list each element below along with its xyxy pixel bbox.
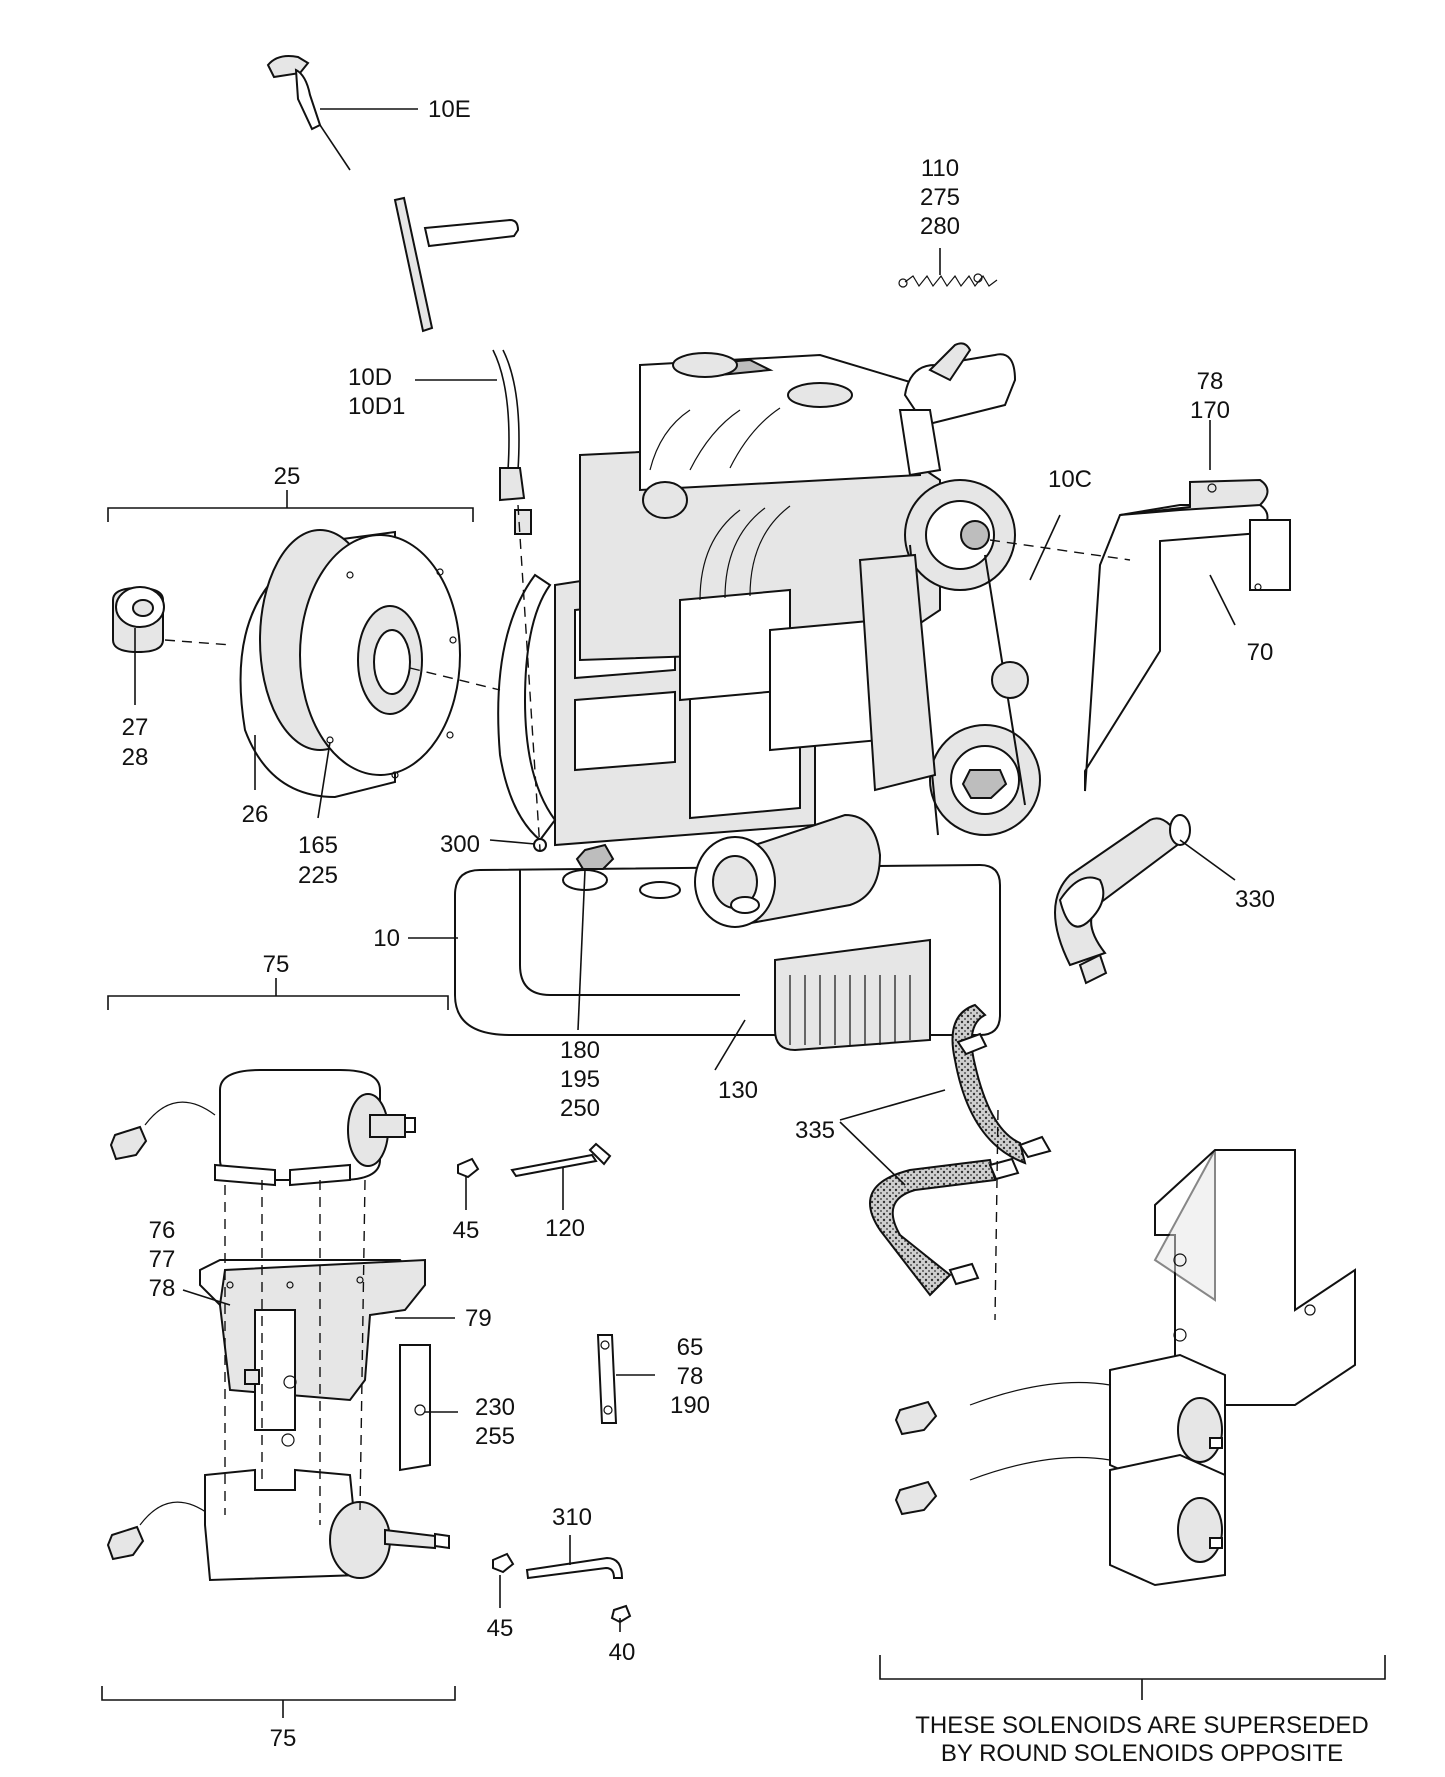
callout-45-upper: 45 <box>453 1217 480 1244</box>
note-line-1: THESE SOLENOIDS ARE SUPERSEDED <box>915 1712 1368 1739</box>
callout-230: 230 <box>475 1394 515 1421</box>
callout-75-top: 75 <box>263 951 290 978</box>
callout-10E: 10E <box>428 96 471 123</box>
callout-250: 250 <box>560 1095 600 1122</box>
superseded-solenoids <box>894 1149 1356 1587</box>
callout-255: 255 <box>475 1423 515 1450</box>
dipstick-assembly <box>266 55 532 535</box>
callout-130: 130 <box>718 1077 758 1104</box>
callout-78-belt-guard: 78 <box>1197 368 1224 395</box>
clutch-assembly <box>239 529 461 799</box>
solenoid-lower <box>106 1468 450 1582</box>
callout-225: 225 <box>298 862 338 889</box>
solenoid-bracket <box>199 1258 431 1472</box>
solenoid-upper <box>109 1069 416 1187</box>
callout-170: 170 <box>1190 397 1230 424</box>
callout-70: 70 <box>1247 639 1274 666</box>
engine-block <box>454 342 1041 1052</box>
callout-190: 190 <box>670 1392 710 1419</box>
callout-335: 335 <box>795 1117 835 1144</box>
callout-300: 300 <box>440 831 480 858</box>
callout-28: 28 <box>122 744 149 771</box>
spacer-bushing <box>112 586 165 654</box>
callout-120: 120 <box>545 1215 585 1242</box>
belt-guard <box>1084 478 1291 792</box>
callout-77: 77 <box>149 1246 176 1273</box>
callout-10D1: 10D1 <box>348 393 405 420</box>
callout-310: 310 <box>552 1504 592 1531</box>
callout-78-link: 78 <box>677 1363 704 1390</box>
callout-10C: 10C <box>1048 466 1092 493</box>
sump-fins <box>789 975 911 1045</box>
callout-330: 330 <box>1235 886 1275 913</box>
callout-26: 26 <box>242 801 269 828</box>
callout-65: 65 <box>677 1334 704 1361</box>
callout-79: 79 <box>465 1305 492 1332</box>
spring-part <box>898 273 998 288</box>
callout-280: 280 <box>920 213 960 240</box>
callout-45-lower: 45 <box>487 1615 514 1642</box>
callout-78-bracket: 78 <box>149 1275 176 1302</box>
callout-75-bottom: 75 <box>270 1725 297 1752</box>
callout-10: 10 <box>373 925 400 952</box>
callout-labels: 10E 110 275 280 10D 10D1 78 170 25 10C 7… <box>122 96 1275 1752</box>
callout-27: 27 <box>122 714 149 741</box>
link-310 <box>525 1556 624 1580</box>
callout-10D: 10D <box>348 364 392 391</box>
clip-40 <box>610 1604 632 1624</box>
callout-110: 110 <box>921 155 959 182</box>
retaining-straps <box>869 1003 1052 1297</box>
callout-76: 76 <box>149 1217 176 1244</box>
coolant-hose <box>1054 814 1191 985</box>
callout-25: 25 <box>274 463 301 490</box>
callout-165: 165 <box>298 832 338 859</box>
clip-45-upper <box>457 1157 480 1179</box>
clip-45-lower <box>492 1552 515 1574</box>
leader-lines <box>101 108 1386 1718</box>
supersede-note: THESE SOLENOIDS ARE SUPERSEDED BY ROUND … <box>915 1712 1368 1767</box>
assembly-lines <box>164 504 1131 1525</box>
callout-195: 195 <box>560 1066 600 1093</box>
callout-275: 275 <box>920 184 960 211</box>
note-line-2: BY ROUND SOLENOIDS OPPOSITE <box>941 1740 1343 1767</box>
callout-180: 180 <box>560 1037 600 1064</box>
link-120 <box>510 1142 612 1178</box>
callout-40: 40 <box>609 1639 636 1666</box>
link-65 <box>596 1334 618 1424</box>
